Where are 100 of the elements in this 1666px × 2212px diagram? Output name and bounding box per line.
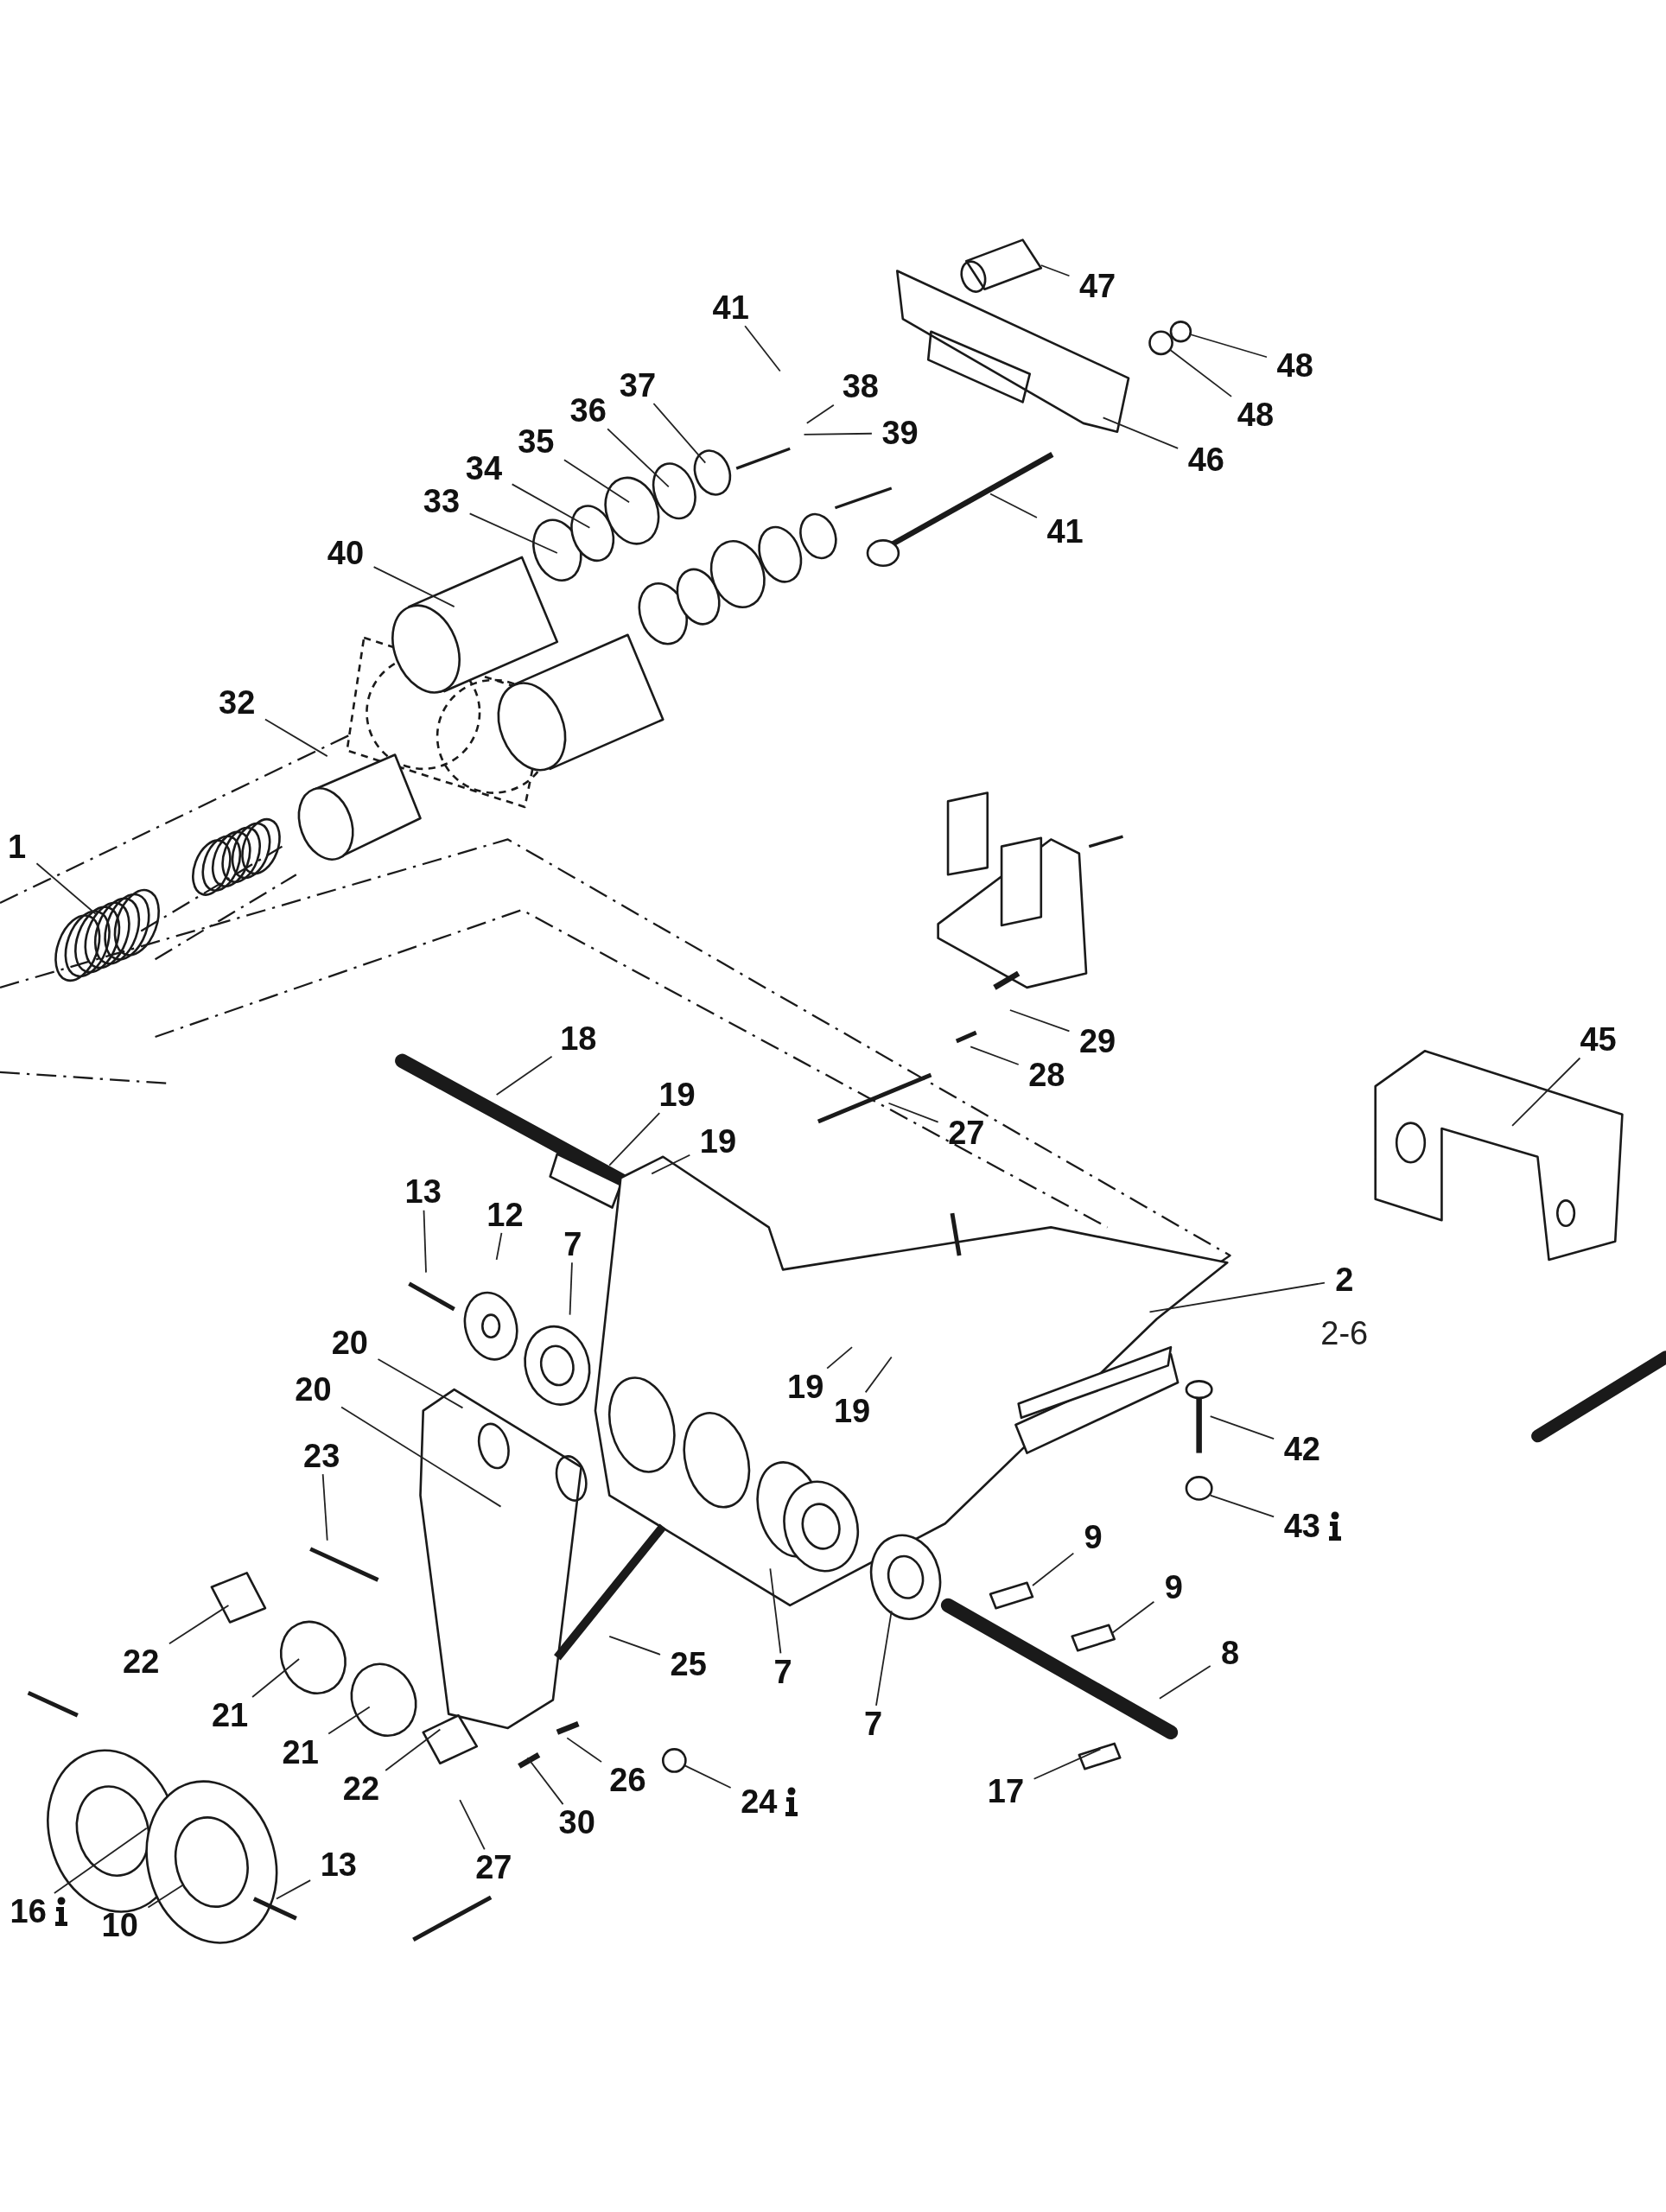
leader-line bbox=[1148, 1281, 1326, 1313]
leader-line bbox=[276, 1879, 312, 1900]
assembly-range-label: 2-6 bbox=[1320, 1315, 1369, 1351]
callout-number: 48 bbox=[1237, 397, 1275, 432]
callout-number: 46 bbox=[1187, 442, 1224, 478]
leader-line bbox=[989, 493, 1038, 518]
callout-number: 13 bbox=[404, 1174, 442, 1210]
leader-line bbox=[769, 1567, 782, 1655]
callout-number: 41 bbox=[1046, 514, 1084, 550]
callout-number: 8 bbox=[1221, 1636, 1240, 1671]
callout-number: 22 bbox=[123, 1644, 160, 1680]
leader-line bbox=[1040, 264, 1071, 277]
leader-line bbox=[327, 1706, 371, 1735]
leader-line bbox=[1159, 1665, 1211, 1700]
callout-number: 47 bbox=[1078, 269, 1116, 304]
callout-number: 32 bbox=[219, 685, 256, 720]
nut-drawing bbox=[1148, 330, 1173, 356]
leader-line bbox=[1209, 1415, 1275, 1440]
callout-number: 16 bbox=[10, 1894, 47, 1929]
leader-line bbox=[1189, 334, 1268, 359]
leader-line bbox=[1511, 1057, 1581, 1127]
callout-number: 9 bbox=[1164, 1569, 1183, 1605]
callout-number: 27 bbox=[475, 1850, 512, 1885]
callout-number: 17 bbox=[987, 1774, 1025, 1809]
leader-line bbox=[684, 1764, 732, 1789]
callout-number: 29 bbox=[1078, 1023, 1116, 1058]
nut-drawing bbox=[1169, 321, 1192, 343]
callout-number: 45 bbox=[1580, 1022, 1617, 1058]
leader-line bbox=[251, 1658, 300, 1698]
leader-line bbox=[264, 718, 328, 758]
callout-number: 9 bbox=[1084, 1520, 1103, 1555]
callout-number: 20 bbox=[331, 1325, 368, 1361]
leader-line bbox=[569, 1262, 573, 1316]
leader-line bbox=[423, 1209, 427, 1274]
leader-line bbox=[377, 1358, 464, 1409]
leader-line bbox=[970, 1046, 1020, 1065]
leader-line bbox=[340, 1406, 502, 1508]
callout-number: 37 bbox=[619, 367, 657, 403]
leader-line bbox=[607, 428, 670, 488]
leader-line bbox=[1032, 1552, 1075, 1586]
callout-number: 39 bbox=[881, 416, 919, 451]
callout-number: 24 bbox=[741, 1783, 778, 1819]
callout-number: 19 bbox=[787, 1369, 824, 1404]
leader-line bbox=[53, 1827, 148, 1894]
callout-number: 20 bbox=[295, 1372, 332, 1407]
leader-line bbox=[1033, 1748, 1102, 1780]
callout-number: 38 bbox=[842, 369, 879, 404]
callout-number: 13 bbox=[320, 1847, 357, 1883]
callout-number: 7 bbox=[863, 1706, 883, 1741]
callout-number: 42 bbox=[1283, 1431, 1320, 1466]
leader-line bbox=[608, 1635, 661, 1656]
leader-line bbox=[385, 1728, 442, 1771]
leader-line bbox=[372, 566, 455, 607]
callout-number: 30 bbox=[558, 1805, 595, 1840]
callout-number: 21 bbox=[282, 1734, 319, 1770]
callout-number: 19 bbox=[658, 1077, 696, 1112]
callout-number: 41 bbox=[712, 289, 749, 325]
leader-line bbox=[495, 1232, 503, 1261]
callout-number: 33 bbox=[423, 483, 461, 518]
leader-line bbox=[321, 1473, 328, 1541]
callout-number: 26 bbox=[609, 1763, 646, 1798]
callout-number: 22 bbox=[342, 1771, 380, 1806]
leader-line bbox=[1169, 348, 1232, 397]
callout-number: 27 bbox=[948, 1115, 985, 1150]
leader-line bbox=[459, 1799, 486, 1851]
callout-number: 43 bbox=[1283, 1509, 1320, 1544]
leader-line bbox=[1209, 1494, 1275, 1518]
leader-line bbox=[495, 1055, 553, 1096]
callout-number: 48 bbox=[1276, 347, 1313, 383]
callout-number: 36 bbox=[569, 393, 607, 429]
callout-number: 25 bbox=[670, 1647, 707, 1682]
callout-number: 40 bbox=[327, 535, 365, 570]
leader-line bbox=[1102, 416, 1180, 449]
leader-line bbox=[887, 1102, 939, 1123]
leader-line bbox=[566, 1737, 602, 1763]
leader-line bbox=[147, 1884, 185, 1909]
leader-line bbox=[511, 483, 591, 529]
leader-line bbox=[864, 1356, 893, 1394]
callout-number: 23 bbox=[303, 1438, 340, 1473]
callout-number: 2 bbox=[1335, 1262, 1354, 1297]
leader-line bbox=[744, 325, 781, 372]
leader-line bbox=[1110, 1600, 1155, 1635]
callout-number: 18 bbox=[560, 1020, 597, 1056]
nut-drawing bbox=[661, 1748, 687, 1773]
callout-number: 34 bbox=[465, 451, 503, 486]
leader-line bbox=[805, 404, 835, 424]
callout-number: 19 bbox=[833, 1393, 871, 1428]
leader-line bbox=[169, 1605, 230, 1645]
callout-number: 35 bbox=[518, 423, 555, 459]
leader-line bbox=[875, 1610, 893, 1707]
leader-line bbox=[652, 403, 707, 464]
leader-line bbox=[35, 862, 97, 915]
callout-number: 1 bbox=[8, 829, 27, 864]
leader-line bbox=[826, 1346, 853, 1370]
callout-number: 12 bbox=[486, 1197, 524, 1232]
callout-number: 7 bbox=[563, 1226, 582, 1262]
callout-number: 19 bbox=[699, 1123, 737, 1159]
leader-line bbox=[1009, 1009, 1071, 1033]
callout-number: 21 bbox=[211, 1698, 249, 1733]
callout-number: 7 bbox=[773, 1654, 792, 1689]
